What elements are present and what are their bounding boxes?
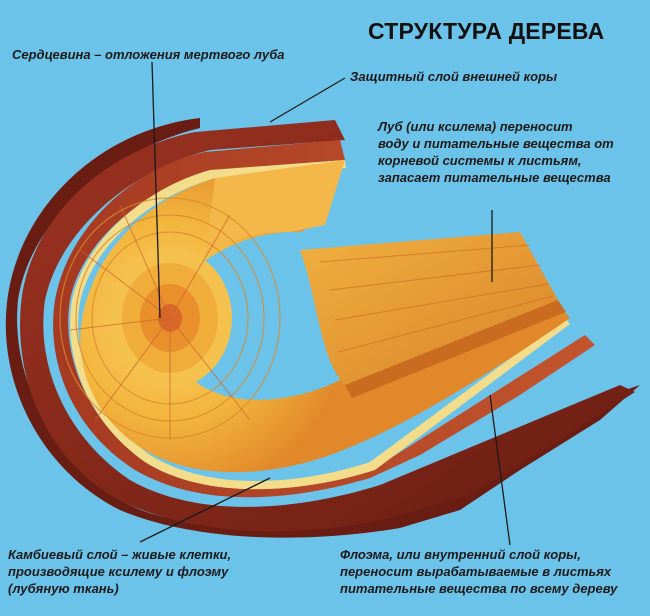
medullary-rays xyxy=(69,204,251,440)
leader-heartwood xyxy=(151,61,161,319)
cambium-layer xyxy=(70,160,571,490)
label-cambium: Камбиевый слой – живые клетки, производя… xyxy=(8,546,231,597)
leader-lines xyxy=(139,61,511,546)
label-outer-bark-text: Защитный слой внешней коры xyxy=(350,69,558,84)
label-cambium-line-3: (лубяную ткань) xyxy=(8,581,119,596)
label-xylem: Луб (или ксилема) переносит воду и питат… xyxy=(378,118,614,186)
label-phloem-line-1: Флоэма, или внутренний слой коры, xyxy=(340,547,581,562)
label-heartwood-text: Сердцевина – отложения мертвого луба xyxy=(12,47,285,62)
label-xylem-line-1: Луб (или ксилема) переносит xyxy=(378,119,573,134)
leader-cambium xyxy=(139,477,271,543)
label-heartwood: Сердцевина – отложения мертвого луба xyxy=(12,46,285,63)
leader-phloem xyxy=(489,394,511,546)
label-xylem-line-2: воду и питательные вещества от xyxy=(378,136,614,151)
leader-outer-bark xyxy=(269,77,346,123)
label-outer-bark: Защитный слой внешней коры xyxy=(350,68,557,85)
label-xylem-line-4: запасает питательные вещества xyxy=(378,170,611,185)
diagram-title: СТРУКТУРА ДЕРЕВА xyxy=(368,18,605,44)
xylem-wedge xyxy=(205,160,345,255)
plank-grain xyxy=(319,244,554,353)
label-xylem-line-3: корневой системы к листьям, xyxy=(378,153,582,168)
plank-edge xyxy=(345,300,566,398)
label-phloem-line-3: питательные вещества по всему дереву xyxy=(340,581,618,596)
label-cambium-line-1: Камбиевый слой – живые клетки, xyxy=(8,547,232,562)
label-phloem: Флоэма, или внутренний слой коры, перено… xyxy=(340,546,617,597)
label-cambium-line-2: производящие ксилему и флоэму xyxy=(8,564,229,579)
label-phloem-line-2: переносит вырабатываемые в листьях xyxy=(340,564,612,579)
